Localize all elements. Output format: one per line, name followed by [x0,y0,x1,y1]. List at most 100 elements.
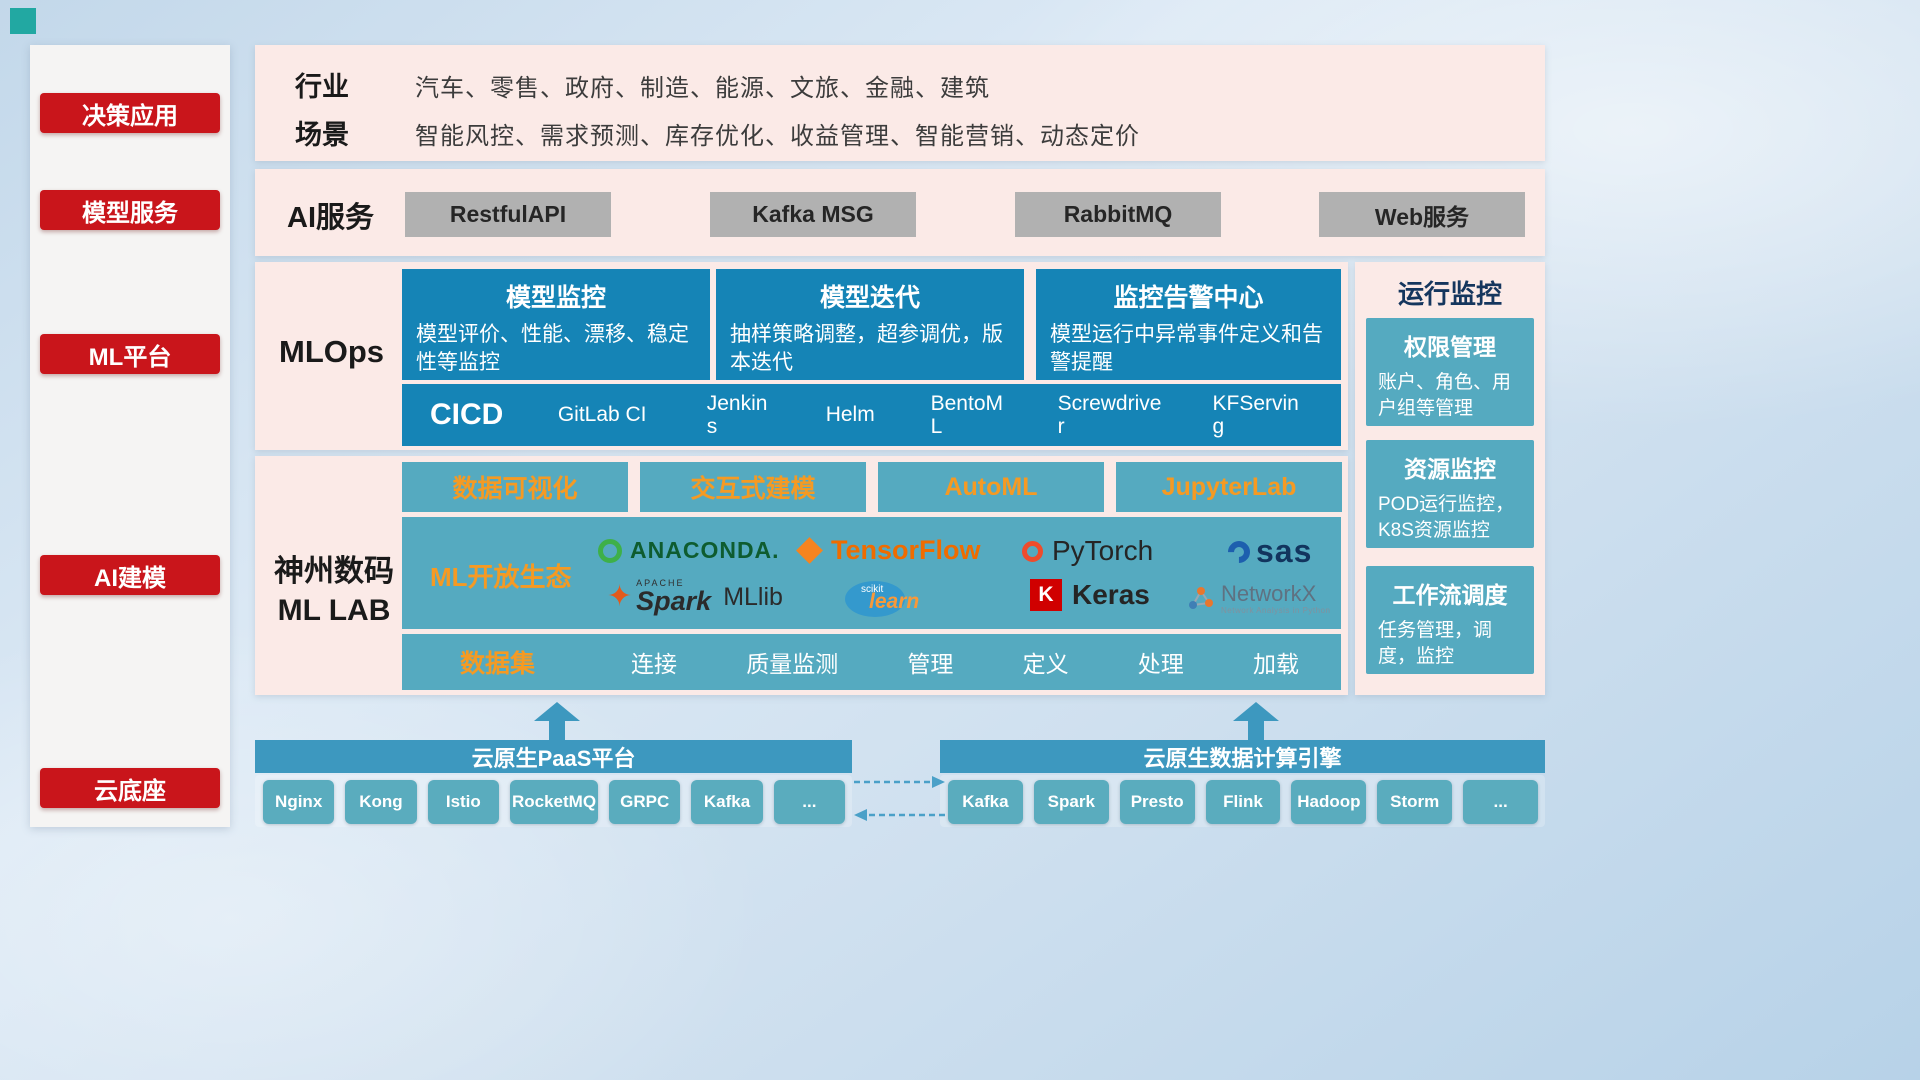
card-title: 模型监控 [505,284,606,312]
workflow-scheduling-card: 工作流调度 任务管理，调度，监控 [1366,566,1534,674]
ml-lab-panel: 神州数码 ML LAB 数据可视化 交互式建模 AutoML JupyterLa… [255,456,1348,695]
sidebar-item-decision-apps[interactable]: 决策应用 [40,93,220,133]
kafka-button[interactable]: Kafka [948,780,1023,824]
gitlab-ci-item: GitLab CI [557,403,647,427]
kong-button[interactable]: Kong [345,780,417,824]
more-button[interactable]: ... [1463,780,1539,824]
helm-item: Helm [825,403,875,427]
networkx-logo: NetworkX Network Analysis in Python [1188,581,1331,615]
istio-button[interactable]: Istio [427,780,499,824]
spark-icon: ✦ [607,580,633,613]
sas-label: sas [1256,533,1313,569]
keras-logo: K Keras [1030,579,1150,611]
up-arrow-icon [534,702,580,740]
sidebar-item-ai-modeling[interactable]: AI建模 [40,555,220,595]
corner-logo-icon [10,8,36,34]
dataset-label: 数据集 [460,650,536,678]
more-button[interactable]: ... [773,780,846,824]
mlops-panel: MLOps 模型监控 模型评价、性能、漂移、稳定性等监控 模型迭代 抽样策略调整… [255,262,1348,450]
restfulapi-button[interactable]: RestfulAPI [405,192,611,237]
mllib-label: MLlib [723,582,783,611]
apache-label: APACHE [636,578,685,588]
networkx-label: NetworkX [1221,581,1317,606]
automl-button[interactable]: AutoML [878,462,1104,512]
jenkins-item: Jenkins [706,391,768,438]
ml-ecosystem-label: ML开放生态 [430,562,572,592]
networkx-icon [1189,587,1213,610]
scenario-value: 智能风控、需求预测、库存优化、收益管理、智能营销、动态定价 [415,123,1140,150]
dataset-item-load: 加载 [1252,651,1299,677]
dataset-item-connect: 连接 [631,651,678,677]
paas-platform-bar: 云原生PaaS平台 [255,740,852,773]
paas-buttons-row: Nginx Kong Istio RocketMQ GRPC Kafka ... [263,780,846,824]
learn-label: learn [869,590,920,613]
model-iteration-card: 模型迭代 抽样策略调整，超参调优，版本迭代 [716,269,1024,380]
up-arrow-icon [1233,702,1279,740]
card-title: 资源监控 [1404,456,1496,482]
pytorch-logo: PyTorch [1022,535,1153,567]
keras-icon: K [1030,579,1062,611]
industry-panel: 行业 汽车、零售、政府、制造、能源、文旅、金融、建筑 场景 智能风控、需求预测、… [255,45,1545,161]
ai-service-panel: AI服务 RestfulAPI Kafka MSG RabbitMQ Web服务 [255,169,1545,256]
card-desc: 模型运行中异常事件定义和告警提醒 [1050,323,1323,374]
industry-value: 汽车、零售、政府、制造、能源、文旅、金融、建筑 [415,75,990,102]
card-title: 监控告警中心 [1113,284,1264,312]
interactive-modeling-button[interactable]: 交互式建模 [640,462,866,512]
sas-logo: sas [1223,533,1313,570]
resource-monitoring-card: 资源监控 POD运行监控，K8S资源监控 [1366,440,1534,548]
kfserving-item: KFServing [1212,391,1299,438]
data-engine-bar: 云原生数据计算引擎 [940,740,1545,773]
card-desc: 模型评价、性能、漂移、稳定性等监控 [416,323,689,374]
hadoop-button[interactable]: Hadoop [1291,780,1367,824]
card-title: 模型迭代 [819,284,920,312]
sidebar [30,45,230,827]
spark-button[interactable]: Spark [1033,780,1109,824]
cicd-tools: GitLab CI Jenkins Helm BentoML Screwdriv… [533,392,1327,438]
card-desc: 账户、角色、用户组等管理 [1378,372,1512,419]
sidebar-item-ml-platform[interactable]: ML平台 [40,334,220,374]
data-visualization-button[interactable]: 数据可视化 [402,462,628,512]
networkx-subtitle: Network Analysis in Python [1221,606,1331,616]
rocketmq-button[interactable]: RocketMQ [509,780,599,824]
scikit-learn-logo: scikit learn [845,577,941,619]
cicd-label: CICD [430,398,504,431]
flink-button[interactable]: Flink [1205,780,1281,824]
grpc-button[interactable]: GRPC [609,780,681,824]
alert-center-card: 监控告警中心 模型运行中异常事件定义和告警提醒 [1036,269,1341,380]
industry-label: 行业 [295,72,349,102]
sidebar-item-model-service[interactable]: 模型服务 [40,190,220,230]
tensorflow-label: TensorFlow [831,535,981,565]
engine-buttons-row: Kafka Spark Presto Flink Hadoop Storm ..… [948,780,1539,824]
dataset-item-manage: 管理 [907,651,954,677]
tensorflow-icon [796,537,823,564]
scikit-label: scikit [861,584,884,595]
card-title: 权限管理 [1404,334,1496,360]
card-title: 工作流调度 [1392,582,1508,608]
spark-label: Spark [636,586,712,616]
sidebar-item-cloud-base[interactable]: 云底座 [40,768,220,808]
dataset-bar: 数据集 连接 质量监测 管理 定义 处理 加载 [402,634,1341,690]
nginx-button[interactable]: Nginx [263,780,335,824]
pytorch-label: PyTorch [1052,535,1154,566]
screwdriver-item: Screwdriver [1057,391,1162,438]
anaconda-icon [598,538,622,563]
scikit-learn-icon [845,581,905,617]
jupyterlab-button[interactable]: JupyterLab [1116,462,1342,512]
sas-icon [1223,535,1255,568]
kafka-button[interactable]: Kafka [691,780,763,824]
permission-mgmt-card: 权限管理 账户、角色、用户组等管理 [1366,318,1534,426]
ml-lab-label-line2: ML LAB [277,594,391,627]
card-desc: 抽样策略调整，超参调优，版本迭代 [730,323,1003,374]
dataset-item-quality: 质量监测 [746,651,839,677]
dataset-items: 连接 质量监测 管理 定义 处理 加载 [631,645,1299,679]
presto-button[interactable]: Presto [1119,780,1195,824]
storm-button[interactable]: Storm [1377,780,1453,824]
web-service-button[interactable]: Web服务 [1319,192,1525,237]
kafka-msg-button[interactable]: Kafka MSG [710,192,916,237]
runtime-monitoring-title: 运行监控 [1397,279,1502,309]
rabbitmq-button[interactable]: RabbitMQ [1015,192,1221,237]
dataset-item-define: 定义 [1022,651,1069,677]
keras-label: Keras [1072,579,1150,610]
spark-mllib-logo: ✦ APACHE Spark MLlib [607,579,783,615]
ai-service-label: AI服务 [287,202,375,234]
